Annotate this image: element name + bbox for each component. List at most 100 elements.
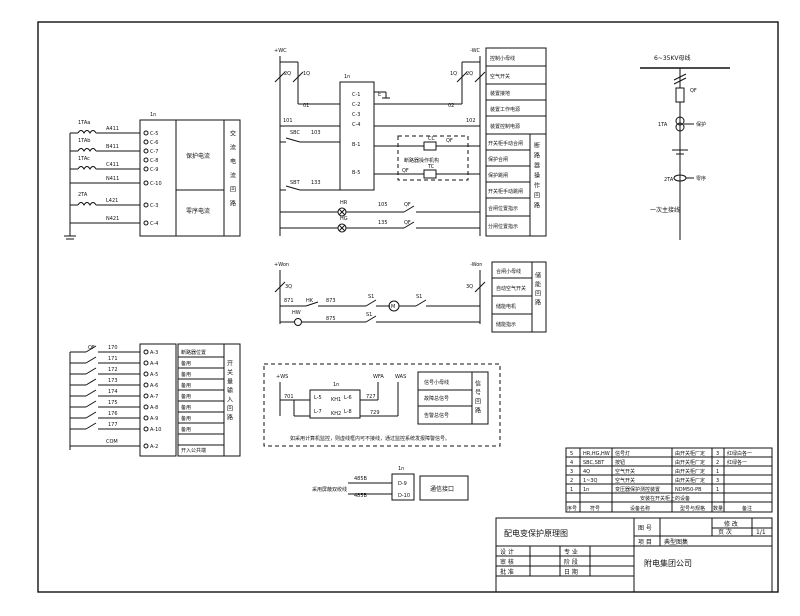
eq-r0-c1: HR,HG,HW (583, 451, 610, 457)
term-c5: C-5 (150, 131, 158, 137)
ctrl-item-0: 控制小母线 (490, 55, 515, 62)
ctrl-item-7: 保护跳闸 (488, 172, 508, 179)
wire-102: 102 (466, 118, 476, 124)
input-circuit: QF 170 171 172 173 174 175 176 177 COM A… (69, 343, 241, 457)
eq-h0: 序号 (567, 505, 577, 512)
ctrl-item-4: 装置控制电源 (490, 123, 520, 130)
eq-r1-c0: 4 (570, 460, 573, 466)
hg-label: HG (340, 216, 348, 222)
eq-r1-c4: 2 (716, 460, 719, 466)
term-c10: C-10 (150, 181, 162, 187)
wire-875: 875 (326, 316, 336, 322)
comm-wire-2: 485B (354, 493, 368, 499)
term-dev-b5: B-5 (352, 170, 360, 176)
eq-h2: 设备名称 (630, 505, 650, 512)
eq-h5: 备注 (742, 505, 752, 512)
wire-c411: C411 (106, 162, 119, 168)
eq-r0-c5: 红绿白各一 (727, 450, 752, 457)
wire-n411: N411 (106, 176, 119, 182)
current-device-label: 1n (150, 112, 156, 118)
eq-r0-c3: 由开关柜厂定 (675, 450, 705, 457)
term-dev-c3: C-3 (352, 112, 360, 118)
drawing-no-label: 图 号 (638, 525, 652, 532)
input-wire-174: 174 (108, 389, 118, 395)
eq-r1-c5: 红绿各一 (727, 459, 747, 466)
ctrl-device-box (339, 81, 375, 191)
sig-item-1: 故障总信号 (424, 395, 449, 402)
sig-relay-kh1: KH1 (331, 397, 341, 403)
input-device-box (139, 343, 177, 457)
wire-105: 105 (378, 202, 388, 208)
term-dev-c2: C-2 (352, 102, 360, 108)
wire-l421: L421 (106, 198, 118, 204)
ctrl-item-3: 装置工作电源 (490, 106, 520, 113)
eq-r0-c4: 3 (716, 451, 719, 457)
input-item-3: 备用 (181, 382, 191, 389)
term-dev-c1: C-1 (352, 92, 360, 98)
store-item-0: 合闸小母线 (496, 268, 521, 275)
store-hw: HW (292, 310, 301, 316)
hr-qf-label: QF (404, 202, 411, 208)
input-wire-171: 171 (108, 356, 118, 362)
wire-01: 01 (303, 103, 309, 109)
input-item-1: 备用 (181, 360, 191, 367)
store-bus-right: -Won (470, 262, 482, 268)
cc-label: CC (428, 136, 435, 142)
title-block: 配电变保护原理图 图 号 修 改 页 次 1/1 项 目 典型图集 设 计 审 … (495, 517, 773, 593)
ctrl-qf-label-2: QF (402, 168, 409, 174)
busbar-label: 6~35KV母线 (654, 54, 691, 62)
current-circuit: 1n 1TAa 1TAb 1TAc 2TA A411 B411 C411 N41… (64, 112, 241, 240)
eq-r2-c4: 1 (716, 469, 719, 475)
role-approve: 批 准 (500, 568, 514, 576)
store-sw-left: 3Q (285, 284, 292, 290)
eq-footer: 安装在开关柜上的设备 (640, 495, 690, 502)
eq-r4-c3: NDM50-PB (675, 487, 702, 493)
term-dev-c4: C-4 (352, 122, 360, 128)
eq-h3: 型号与规格 (680, 505, 705, 512)
eq-r2-c0: 3 (570, 469, 573, 475)
store-item-3: 储能指示 (496, 321, 516, 328)
primary-wiring: 6~35KV母线 QF 1TA 保护 2TA 零序 一次主接线 (640, 54, 730, 240)
sig-term-l6: L-6 (344, 395, 352, 401)
wire-a411: A411 (106, 126, 119, 132)
ct-label-1taa: 1TAa (78, 120, 90, 126)
role-design: 设 计 (500, 548, 514, 556)
ct-label-2ta: 2TA (78, 192, 88, 198)
ctrl-item-2: 装置接地 (490, 90, 510, 97)
input-wire-176: 176 (108, 411, 118, 417)
store-hk: HK (306, 298, 314, 304)
wire-101: 101 (283, 118, 293, 124)
current-side-label: 交流电流回路 (229, 129, 236, 214)
term-c3: C-3 (150, 203, 158, 209)
func-protect-current: 保护电流 (186, 152, 210, 160)
wire-135: 135 (378, 220, 388, 226)
wire-02: 02 (448, 103, 454, 109)
role-stage: 阶 段 (564, 558, 578, 566)
term-c7: C-7 (150, 149, 158, 155)
company-name: 附电集团公司 (644, 558, 692, 568)
comm-circuit: 1n 485B 485B 采用屏蔽双绞线 D-9 D-10 通信接口 (312, 466, 469, 501)
store-side-label: 储能回路 (534, 271, 541, 308)
sig-side-label: 信号回路 (474, 379, 481, 416)
store-s1-b: S1 (416, 294, 422, 300)
eq-h1: 符号 (590, 505, 600, 512)
primary-protect-label: 保护 (696, 121, 706, 128)
store-bus-left: +Won (274, 262, 289, 268)
eq-r3-c0: 2 (570, 478, 573, 484)
term-c4: C-4 (150, 221, 158, 227)
input-term-a7: A-7 (150, 394, 158, 400)
eq-r3-c2: 空气开关 (615, 477, 635, 484)
ctrl-item-6: 保护合闸 (488, 156, 508, 163)
page-label: 页 次 (718, 528, 732, 536)
project-value: 典型图集 (664, 538, 688, 546)
tc-label: TC (427, 164, 435, 170)
ctrl-e-label: E (378, 92, 381, 98)
store-s1-a: S1 (368, 294, 374, 300)
sig-item-0: 信号小母线 (424, 379, 449, 386)
input-wire-173: 173 (108, 378, 118, 384)
ctrl-bus-left: +WC (274, 48, 287, 54)
input-item-0: 断路器位置 (181, 349, 206, 356)
sig-item-2: 告警总信号 (424, 412, 449, 419)
eq-r2-c1: 4Q (583, 469, 590, 475)
